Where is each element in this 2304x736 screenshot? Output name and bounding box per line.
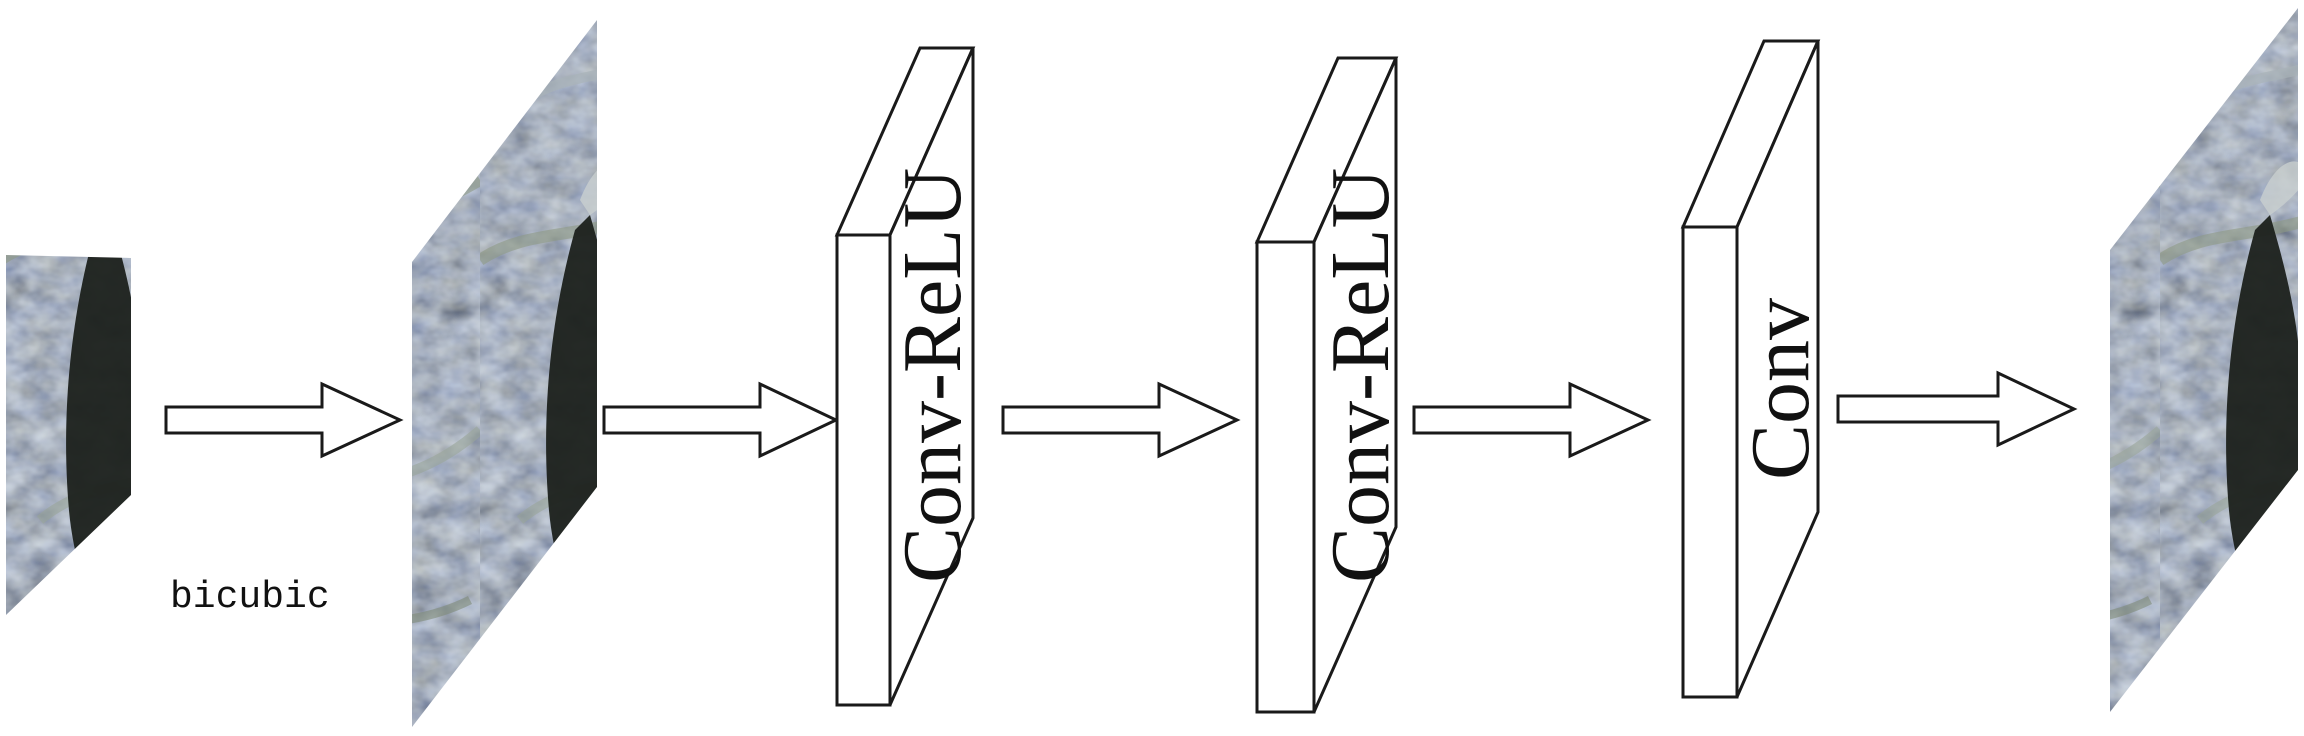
output-image xyxy=(2110,8,2298,712)
arrow-to-layer-1 xyxy=(602,381,840,459)
layer-1-block: Conv-ReLU xyxy=(834,46,979,707)
input-image xyxy=(6,255,131,615)
layer-1-front-face xyxy=(835,233,892,707)
bicubic-label: bicubic xyxy=(170,576,330,619)
arrow-to-output xyxy=(1836,370,2078,448)
layer-3-front-face xyxy=(1681,225,1739,699)
upsampled-image xyxy=(412,20,597,727)
layer-1-label: Conv-ReLU xyxy=(886,168,979,583)
arrow-upsample xyxy=(164,381,404,459)
layer-2-block: Conv-ReLU xyxy=(1254,56,1407,714)
layer-3-block: Conv xyxy=(1680,39,1827,699)
arrow-to-layer-3 xyxy=(1412,381,1652,459)
layer-2-label: Conv-ReLU xyxy=(1314,168,1407,583)
layer-3-label: Conv xyxy=(1734,298,1827,480)
arrow-to-layer-2 xyxy=(1001,381,1241,459)
layer-2-front-face xyxy=(1255,240,1316,714)
